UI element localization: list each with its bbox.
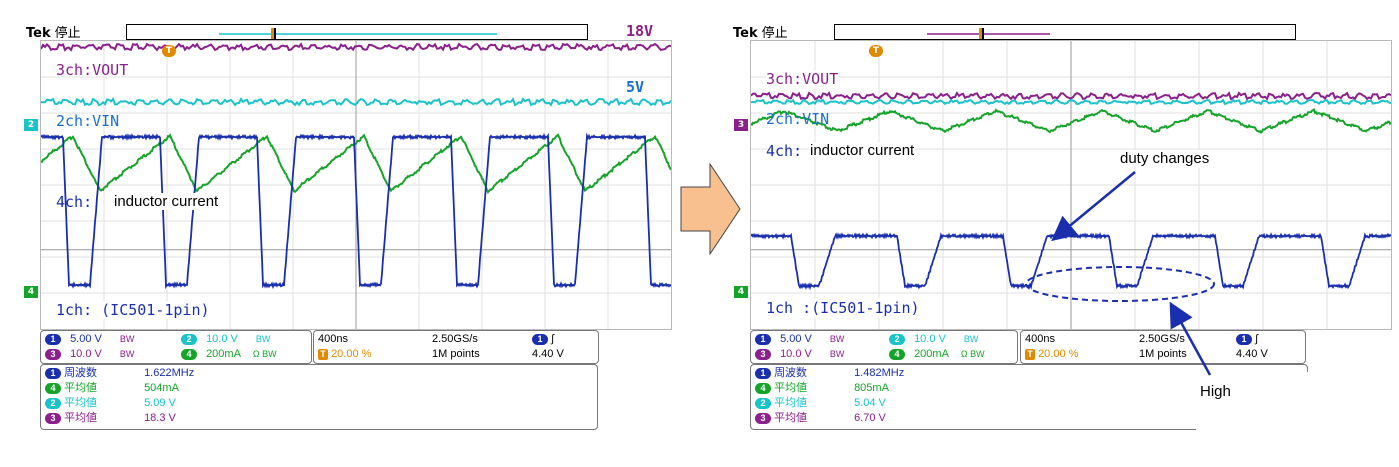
high-note: High	[1200, 383, 1231, 400]
ch4-note: inductor current	[114, 193, 219, 210]
ch3-label: 3ch:VOUT	[56, 61, 129, 79]
acquisition-panel: 400ns T 20.00 % 2.50GS/s 1M points 1 ∫ 4…	[313, 330, 599, 364]
level-5v: 5V	[626, 78, 645, 96]
duty-arrow-icon	[1051, 171, 1136, 242]
ch3-trace	[751, 91, 1391, 101]
high-arrow-icon	[1169, 301, 1212, 376]
ch4-label: 4ch:	[766, 142, 803, 160]
ch1-label: 1ch :(IC501-1pin)	[766, 299, 920, 317]
ch4-ground-marker: 4	[24, 286, 38, 298]
ch4-note: inductor current	[810, 142, 915, 159]
acquisition-panel: 400ns T 20.00 % 2.50GS/s 1M points 1 ∫ 4…	[1020, 330, 1306, 364]
timebase: 400ns	[318, 333, 348, 345]
sample-rate: 2.50GS/s	[1139, 333, 1185, 345]
ch2-trace	[751, 98, 1391, 106]
trigger-level: 4.40 V	[1236, 348, 1268, 360]
ch1-trace	[41, 132, 671, 290]
ch4-ground-marker: 4	[734, 286, 748, 298]
trigger-source: 1 ∫	[532, 333, 554, 346]
brand-label: Tek	[733, 26, 758, 41]
ch3-trace	[41, 42, 671, 52]
trigger-position: T 20.00 %	[318, 348, 371, 361]
waveform-grid	[40, 40, 672, 330]
trigger-source: 1 ∫	[1236, 333, 1258, 346]
trigger-position: T 20.00 %	[1025, 348, 1078, 361]
trigger-marker: T	[162, 45, 176, 57]
ch1-label: 1ch: (IC501-1pin)	[56, 301, 210, 319]
duty-changes-note: duty changes	[1120, 150, 1210, 167]
ch3-ground-marker: 3	[734, 119, 748, 131]
annotation-arrows	[1025, 171, 1215, 376]
trigger-level: 4.40 V	[532, 348, 564, 360]
run-state: 停止	[761, 26, 788, 41]
run-state: 停止	[54, 26, 81, 41]
sample-rate: 2.50GS/s	[432, 333, 478, 345]
ch4-label: 4ch:	[56, 193, 93, 211]
record-length: 1M points	[1139, 348, 1187, 360]
ch4-trace	[751, 107, 1391, 134]
brand-label: Tek	[26, 26, 51, 41]
record-length: 1M points	[432, 348, 480, 360]
ch2-label: 2ch:VIN	[56, 112, 120, 130]
ch2-label: 2ch:VIN	[766, 110, 830, 128]
timebase: 400ns	[1025, 333, 1055, 345]
ch3-label: 3ch:VOUT	[766, 70, 839, 88]
record-window-icon	[927, 28, 1050, 39]
annotation-cover	[1196, 372, 1356, 432]
ch2-trace	[41, 97, 671, 107]
ch4-trace	[41, 133, 671, 195]
record-window-icon	[219, 28, 497, 39]
record-bar	[126, 24, 588, 40]
record-bar	[834, 24, 1296, 40]
ch2-ground-marker: 2	[24, 119, 38, 131]
level-18v: 18V	[626, 22, 654, 40]
waveform-plot	[41, 41, 671, 329]
high-region-ellipse	[1025, 266, 1215, 302]
right-arrow-icon	[680, 163, 741, 255]
waveform-grid	[750, 40, 1392, 330]
trigger-marker: T	[869, 45, 883, 57]
